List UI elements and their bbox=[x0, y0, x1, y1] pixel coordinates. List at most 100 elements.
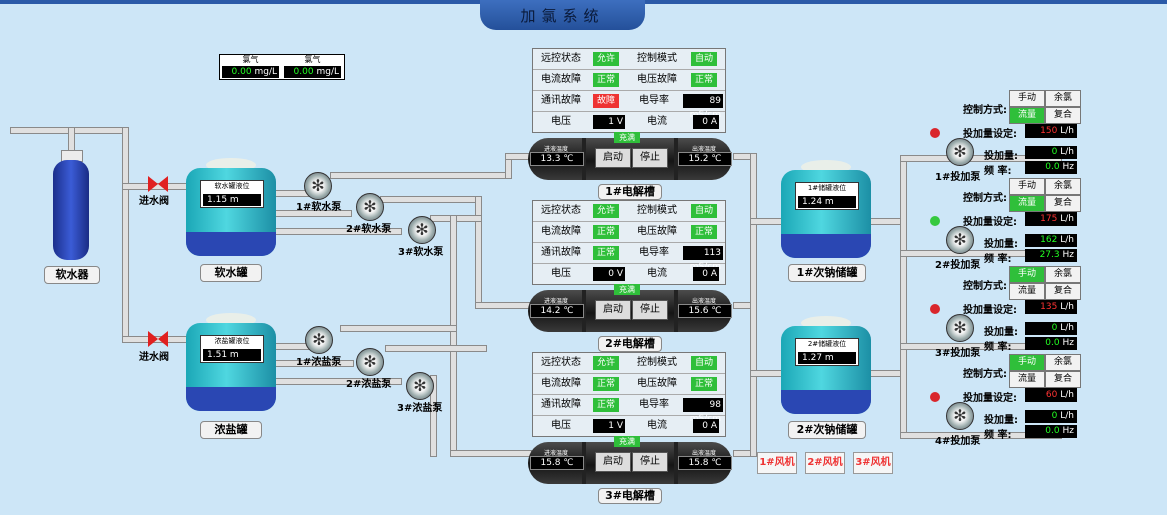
status-row: 电流故障 正常 电压故障 正常 bbox=[533, 374, 725, 395]
mode-label: 控制模式 bbox=[637, 53, 677, 64]
mode-compound-button[interactable]: 复合 bbox=[1045, 371, 1081, 388]
mode-label: 控制模式 bbox=[637, 357, 677, 368]
status-row: 通讯故障 正常 电导率 113 mS/cm bbox=[533, 243, 725, 272]
setpoint-input[interactable]: 60 L/h bbox=[1025, 388, 1077, 402]
brine-pump-1-icon[interactable]: ✻ bbox=[305, 326, 333, 354]
pump-label: 2#软水泵 bbox=[346, 224, 392, 235]
tank-level-display: 2#储罐液位 1.27 m bbox=[795, 338, 859, 366]
mode-flow-button[interactable]: 流量 bbox=[1009, 371, 1045, 388]
mode-status[interactable]: 自动 bbox=[691, 356, 717, 370]
chlorine-meter-label: 氯气 bbox=[304, 55, 321, 64]
mode-compound-button[interactable]: 复合 bbox=[1045, 195, 1081, 212]
mode-residual-button[interactable]: 余氯 bbox=[1045, 90, 1081, 107]
status-row: 电压 1 V 电流 0 A bbox=[533, 416, 725, 436]
control-mode-label: 控制方式: bbox=[963, 105, 1007, 116]
brine-pump-3-icon[interactable]: ✻ bbox=[406, 372, 434, 400]
mode-flow-button[interactable]: 流量 bbox=[1009, 283, 1045, 300]
cell-stop-button[interactable]: 停止 bbox=[632, 300, 668, 320]
dosing-pump-label: 3#投加泵 bbox=[935, 348, 981, 359]
soft-water-pump-2-icon[interactable]: ✻ bbox=[356, 193, 384, 221]
softener-vessel bbox=[53, 160, 89, 260]
mode-manual-button[interactable]: 手动 bbox=[1009, 354, 1045, 371]
status-row: 通讯故障 故障 电导率 89 mS/cm bbox=[533, 91, 725, 120]
valve-label: 进水阀 bbox=[139, 352, 169, 363]
cell-full-tag: 充满 bbox=[614, 284, 640, 295]
voltage-fault-status: 正常 bbox=[691, 377, 717, 391]
fan-1-button[interactable]: 1#风机 bbox=[757, 452, 797, 474]
mode-status[interactable]: 自动 bbox=[691, 52, 717, 66]
setpoint-input[interactable]: 150 L/h bbox=[1025, 124, 1077, 138]
inlet-valve-icon[interactable] bbox=[148, 176, 168, 192]
cell-stop-button[interactable]: 停止 bbox=[632, 148, 668, 168]
mode-residual-button[interactable]: 余氯 bbox=[1045, 266, 1081, 283]
cell-stop-button[interactable]: 停止 bbox=[632, 452, 668, 472]
remote-label: 远控状态 bbox=[541, 357, 581, 368]
brine-pump-2-icon[interactable]: ✻ bbox=[356, 348, 384, 376]
outlet-temp-value: 15.6 ℃ bbox=[678, 304, 732, 318]
pump-status-led bbox=[930, 392, 940, 402]
pipe bbox=[475, 196, 482, 308]
fan-3-button[interactable]: 3#风机 bbox=[853, 452, 893, 474]
pipe bbox=[122, 127, 129, 341]
electrolytic-cell: 充满 进液温度 15.8 ℃ 启动 停止 出液温度 15.8 ℃ bbox=[528, 436, 732, 484]
electrolytic-cell: 充满 进液温度 14.2 ℃ 启动 停止 出液温度 15.6 ℃ bbox=[528, 284, 732, 332]
status-row: 通讯故障 正常 电导率 98 mS/cm bbox=[533, 395, 725, 424]
remote-label: 远控状态 bbox=[541, 205, 581, 216]
electrolytic-cell: 充满 进液温度 13.3 ℃ 启动 停止 出液温度 15.2 ℃ bbox=[528, 132, 732, 180]
tank-level-display: 软水罐液位 1.15 m bbox=[200, 180, 264, 208]
fan-2-button[interactable]: 2#风机 bbox=[805, 452, 845, 474]
cell-status-table: 远控状态 允许 控制模式 自动 电流故障 正常 电压故障 正常 通讯故障 故障 … bbox=[532, 48, 726, 133]
mode-residual-button[interactable]: 余氯 bbox=[1045, 178, 1081, 195]
frequency-label: 频 率: bbox=[984, 254, 1012, 265]
mode-compound-button[interactable]: 复合 bbox=[1045, 283, 1081, 300]
dosing-pump-icon[interactable]: ✻ bbox=[946, 138, 974, 166]
voltage-label: 电压 bbox=[551, 116, 571, 127]
frequency-label: 频 率: bbox=[984, 342, 1012, 353]
soft-water-pump-3-icon[interactable]: ✻ bbox=[408, 216, 436, 244]
cell-full-tag: 充满 bbox=[614, 436, 640, 447]
cell-start-button[interactable]: 启动 bbox=[595, 148, 631, 168]
mode-manual-button[interactable]: 手动 bbox=[1009, 266, 1045, 283]
current-fault-status: 正常 bbox=[593, 73, 619, 87]
mode-flow-button[interactable]: 流量 bbox=[1009, 107, 1045, 124]
comm-fault-label: 通讯故障 bbox=[541, 247, 581, 258]
current-label: 电流 bbox=[647, 116, 667, 127]
dosing-pump-icon[interactable]: ✻ bbox=[946, 402, 974, 430]
cell-start-button[interactable]: 启动 bbox=[595, 300, 631, 320]
mode-manual-button[interactable]: 手动 bbox=[1009, 90, 1045, 107]
pump-status-led bbox=[930, 304, 940, 314]
pipe bbox=[450, 215, 457, 455]
dose-label: 投加量: bbox=[984, 415, 1018, 426]
dosing-pump-label: 1#投加泵 bbox=[935, 172, 981, 183]
mode-flow-button[interactable]: 流量 bbox=[1009, 195, 1045, 212]
cell-start-button[interactable]: 启动 bbox=[595, 452, 631, 472]
outlet-temp-value: 15.8 ℃ bbox=[678, 456, 732, 470]
tank-level-display: 1#储罐液位 1.24 m bbox=[795, 182, 859, 210]
cell-full-tag: 充满 bbox=[614, 132, 640, 143]
mode-compound-button[interactable]: 复合 bbox=[1045, 107, 1081, 124]
dose-value: 0 L/h bbox=[1025, 322, 1077, 335]
mode-manual-button[interactable]: 手动 bbox=[1009, 178, 1045, 195]
pipe bbox=[340, 325, 457, 332]
mode-status[interactable]: 自动 bbox=[691, 204, 717, 218]
valve-label: 进水阀 bbox=[139, 196, 169, 207]
storage-tank-2: 2#储罐液位 1.27 m bbox=[781, 316, 871, 414]
current-value: 0 A bbox=[693, 267, 719, 281]
current-label: 电流 bbox=[647, 268, 667, 279]
setpoint-input[interactable]: 175 L/h bbox=[1025, 212, 1077, 226]
pipe bbox=[450, 450, 532, 457]
dose-label: 投加量: bbox=[984, 239, 1018, 250]
inlet-temp-label: 进液温度 bbox=[543, 146, 568, 153]
dosing-pump-icon[interactable]: ✻ bbox=[946, 314, 974, 342]
inlet-valve-icon[interactable] bbox=[148, 331, 168, 347]
tank-label: 浓盐罐 bbox=[200, 421, 262, 439]
inlet-temp-value: 13.3 ℃ bbox=[530, 152, 584, 166]
setpoint-input[interactable]: 135 L/h bbox=[1025, 300, 1077, 314]
inlet-temp-label: 进液温度 bbox=[543, 450, 568, 457]
pump-label: 2#浓盐泵 bbox=[346, 379, 392, 390]
status-row: 远控状态 允许 控制模式 自动 bbox=[533, 353, 725, 374]
dosing-pump-icon[interactable]: ✻ bbox=[946, 226, 974, 254]
soft-water-pump-1-icon[interactable]: ✻ bbox=[304, 172, 332, 200]
tank-label: 2#次钠储罐 bbox=[788, 421, 866, 439]
mode-residual-button[interactable]: 余氯 bbox=[1045, 354, 1081, 371]
